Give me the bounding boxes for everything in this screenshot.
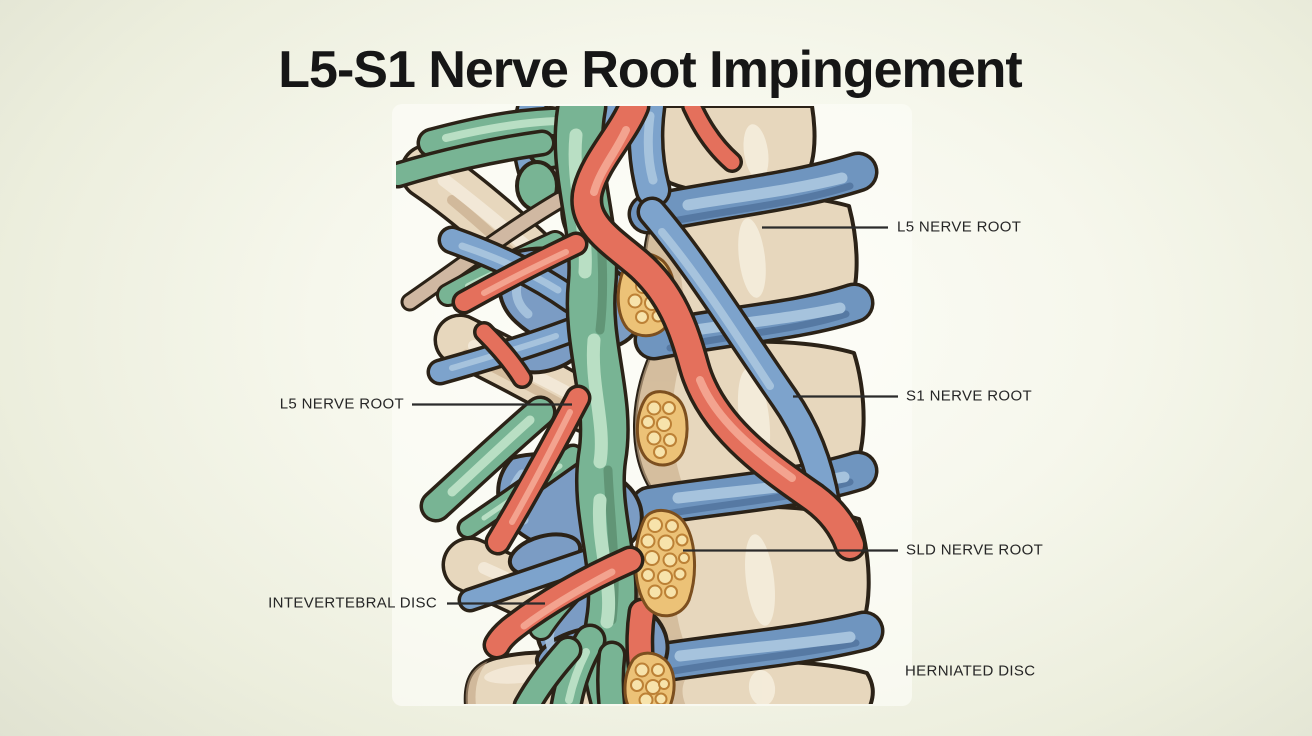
leader-lines [412,226,898,605]
callout-label: INTEVERTEBRAL DISC [268,594,437,612]
disc-blue [631,610,885,685]
nerve-root-compressed [482,545,645,660]
callout-herniated-disc: HERNIATED DISC [905,663,1035,680]
callout-s1-nerve-root: S1 NERVE ROOT [906,388,1032,405]
callout-label: SLD NERVE ROOT [906,541,1044,559]
herniated-disc-bulge [623,509,697,704]
page-title: L5-S1 Nerve Root Impingement [278,41,1022,99]
callout-label: L5 NERVE ROOT [279,395,404,413]
callout-label: HERNIATED DISC [905,662,1036,680]
callout-intervertebral-disc: INTEVERTEBRAL DISC [268,595,437,612]
callout-l5-nerve-root-right: L5 NERVE ROOT [897,219,1021,236]
callout-label: S1 NERVE ROOT [906,387,1032,405]
callout-label: L5 NERVE ROOT [897,218,1022,236]
disc-blue [627,151,879,235]
callout-sld-nerve-root: SLD NERVE ROOT [906,542,1043,559]
callout-l5-nerve-root-left: L5 NERVE ROOT [280,396,404,413]
